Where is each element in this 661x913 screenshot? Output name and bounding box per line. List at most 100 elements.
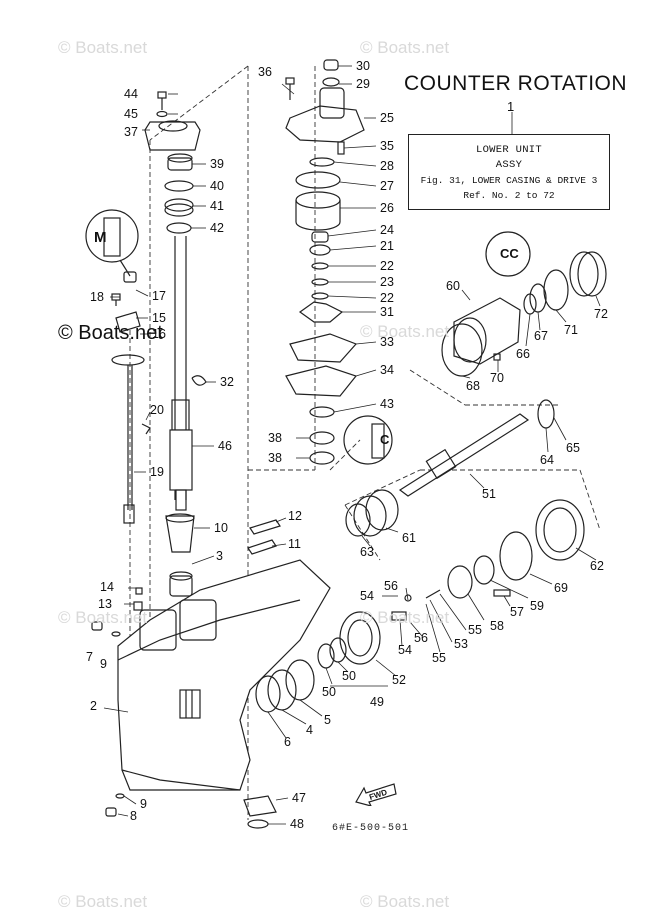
drawing-code: 6#E-500-501 bbox=[332, 823, 410, 834]
part-label-28: 28 bbox=[380, 159, 394, 173]
clip-20 bbox=[141, 423, 151, 435]
watermark-2: © Boats.net bbox=[360, 38, 450, 57]
part-label-38: 38 bbox=[268, 431, 282, 445]
part-label-10: 10 bbox=[214, 521, 228, 535]
part-label-71: 71 bbox=[564, 323, 578, 337]
part-label-17: 17 bbox=[152, 289, 166, 303]
part-label-58: 58 bbox=[490, 619, 504, 633]
part-label-59: 59 bbox=[530, 599, 544, 613]
part-label-40: 40 bbox=[210, 179, 224, 193]
part-label-36: 36 bbox=[258, 65, 272, 79]
part-label-26: 26 bbox=[380, 201, 394, 215]
part-label-34: 34 bbox=[380, 363, 394, 377]
part-label-68: 68 bbox=[466, 379, 480, 393]
o-ring-42 bbox=[166, 222, 192, 234]
grommet-30 bbox=[323, 59, 339, 71]
part-label-22: 22 bbox=[380, 259, 394, 273]
watermark-5: © Boats.net bbox=[360, 608, 450, 627]
part-label-14: 14 bbox=[100, 580, 114, 594]
part-label-48: 48 bbox=[290, 817, 304, 831]
washer-22 bbox=[311, 262, 329, 270]
bearing-72 bbox=[569, 251, 607, 297]
oil-seal-41 bbox=[164, 198, 194, 217]
part-label-4: 4 bbox=[306, 723, 313, 737]
part-label-55: 55 bbox=[432, 651, 446, 665]
part-label-8: 8 bbox=[130, 809, 137, 823]
bolt-13 bbox=[133, 601, 143, 611]
nut-48 bbox=[247, 819, 269, 829]
watermark-dark: © Boats.net bbox=[58, 322, 163, 344]
part-label-38: 38 bbox=[268, 451, 282, 465]
washer-22b bbox=[311, 292, 329, 300]
washer-23 bbox=[311, 278, 329, 286]
gasket-33 bbox=[289, 333, 358, 363]
shim-40 bbox=[164, 180, 194, 192]
seal-43 bbox=[309, 406, 335, 418]
part-label-13: 13 bbox=[98, 597, 112, 611]
grommet-29 bbox=[322, 77, 340, 87]
part-label-37: 37 bbox=[124, 125, 138, 139]
sleeve-10 bbox=[165, 513, 195, 553]
bracket-15 bbox=[115, 311, 141, 333]
spring-55 bbox=[425, 589, 441, 599]
part-label-12: 12 bbox=[288, 509, 302, 523]
part-label-9: 9 bbox=[140, 797, 147, 811]
part-label-27: 27 bbox=[380, 179, 394, 193]
pin-32 bbox=[191, 375, 207, 386]
part-label-62: 62 bbox=[590, 559, 604, 573]
part-label-72: 72 bbox=[594, 307, 608, 321]
part-label-56: 56 bbox=[414, 631, 428, 645]
bolt-70 bbox=[493, 353, 501, 361]
part-label-57: 57 bbox=[510, 605, 524, 619]
part-label-55: 55 bbox=[468, 623, 482, 637]
part-label-20: 20 bbox=[150, 403, 164, 417]
svg-text:M: M bbox=[94, 229, 107, 246]
part-label-32: 32 bbox=[220, 375, 234, 389]
bolt-44 bbox=[157, 91, 167, 110]
plunger-54 bbox=[391, 611, 407, 621]
part-label-49: 49 bbox=[370, 695, 384, 709]
part-label-60: 60 bbox=[446, 279, 460, 293]
part-label-44: 44 bbox=[124, 87, 138, 101]
bearing-61 bbox=[353, 489, 399, 537]
o-ring-27 bbox=[295, 171, 341, 189]
part-label-65: 65 bbox=[566, 441, 580, 455]
part-label-69: 69 bbox=[554, 581, 568, 595]
part-label-66: 66 bbox=[516, 347, 530, 361]
part-label-2: 2 bbox=[90, 699, 97, 713]
outer-plate-34 bbox=[285, 365, 358, 397]
collar-24 bbox=[311, 231, 329, 243]
svg-text:CC: CC bbox=[500, 246, 519, 261]
part-label-18: 18 bbox=[90, 290, 104, 304]
watermark-7: © Boats.net bbox=[360, 892, 450, 911]
ref-box: LOWER UNIT ASSY Fig. 31, LOWER CASING & … bbox=[408, 134, 610, 210]
watermark-4: © Boats.net bbox=[58, 608, 148, 627]
part-label-45: 45 bbox=[124, 107, 138, 121]
dog-clutch-58 bbox=[447, 565, 473, 599]
washer-9 bbox=[111, 631, 121, 637]
seal-38b bbox=[309, 451, 335, 465]
ball-56 bbox=[404, 594, 412, 602]
shim-69 bbox=[499, 531, 533, 581]
nut-17 bbox=[123, 271, 137, 283]
part-label-3: 3 bbox=[216, 549, 223, 563]
part-label-46: 46 bbox=[218, 439, 232, 453]
drive-shaft-lower-46 bbox=[169, 429, 193, 511]
part-label-19: 19 bbox=[150, 465, 164, 479]
bolt-14 bbox=[135, 587, 143, 595]
bolt-18 bbox=[111, 293, 121, 306]
part-label-23: 23 bbox=[380, 275, 394, 289]
detail-inset-m: M bbox=[85, 209, 139, 277]
part-label-16: 16 bbox=[152, 327, 166, 341]
shim-4 bbox=[267, 669, 297, 711]
part-label-53: 53 bbox=[454, 637, 468, 651]
part-label-41: 41 bbox=[210, 199, 224, 213]
part-label-56: 56 bbox=[384, 579, 398, 593]
part-label-70: 70 bbox=[490, 371, 504, 385]
ref-box-line2: ASSY bbox=[495, 159, 523, 171]
detail-inset-c: C bbox=[343, 415, 393, 465]
plug-8 bbox=[105, 807, 117, 817]
part-label-24: 24 bbox=[380, 223, 394, 237]
watermark-6: © Boats.net bbox=[58, 892, 148, 911]
